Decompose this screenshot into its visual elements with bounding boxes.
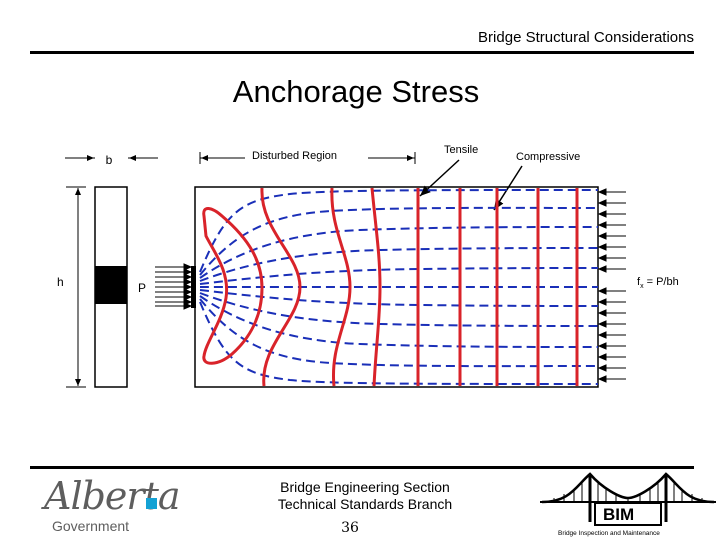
disturbed-region-label: Disturbed Region xyxy=(252,150,337,162)
compressive-stress-lines xyxy=(199,189,599,385)
footer-section-name: Bridge Engineering Section xyxy=(280,479,450,495)
compressive-pointer xyxy=(493,165,523,211)
header-title: Bridge Structural Considerations xyxy=(478,29,694,46)
tensile-pointer xyxy=(419,159,460,197)
header-rule xyxy=(30,51,694,54)
reaction-arrows xyxy=(597,188,626,383)
footer-branch-name: Technical Standards Branch xyxy=(277,496,453,512)
h-label: h xyxy=(57,275,64,289)
slide-title: Anchorage Stress xyxy=(232,74,480,109)
logo-subtext: Government xyxy=(52,518,130,534)
bim-text: BIM xyxy=(603,505,635,524)
alberta-government-logo: Alberta Government xyxy=(20,474,190,538)
tensile-stress-lines xyxy=(202,187,579,387)
logo-square-icon xyxy=(146,498,157,509)
logo-wordmark: Alberta xyxy=(44,474,180,518)
p-label: P xyxy=(138,281,146,295)
bim-caption: Bridge Inspection and Maintenance xyxy=(558,530,660,537)
load-arrows xyxy=(155,263,193,310)
tensile-label: Tensile xyxy=(444,144,478,156)
bridge-icon xyxy=(540,472,716,526)
h-dimension xyxy=(66,186,86,388)
fx-label: fx = P/bh xyxy=(637,276,679,290)
anchor-plate xyxy=(191,266,196,308)
anchor-plate-section xyxy=(95,266,127,304)
page-number: 36 xyxy=(341,520,359,536)
disturbed-region-dimension xyxy=(199,152,416,164)
compressive-label: Compressive xyxy=(516,151,580,163)
footer-rule xyxy=(30,466,694,469)
bim-logo: BIM Bridge Inspection and Maintenance xyxy=(540,462,716,540)
b-label: b xyxy=(106,153,113,167)
